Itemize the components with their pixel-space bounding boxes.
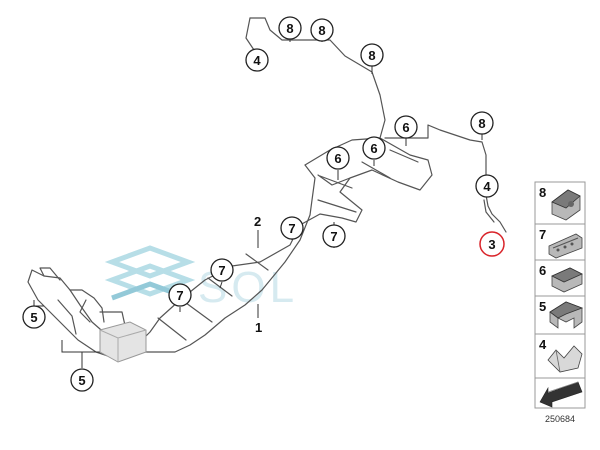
callout-label: 5 [78, 373, 85, 388]
clip-5-icon [549, 301, 584, 329]
callout-label: 5 [30, 310, 37, 325]
label-part-2: 2 [254, 214, 261, 229]
callout-label: 6 [334, 151, 341, 166]
callout-label: 7 [330, 229, 337, 244]
legend-number: 6 [539, 263, 546, 278]
callout-8-b: 8 [310, 18, 334, 42]
clip-4-icon [547, 345, 583, 373]
legend-number: 8 [539, 185, 546, 200]
callout-4-b: 4 [475, 174, 499, 198]
wiring-harness [27, 17, 507, 368]
callout-label: 8 [478, 116, 485, 131]
callout-label: 8 [368, 48, 375, 63]
legend-item-6: 6 [534, 259, 586, 297]
callout-label: 4 [483, 179, 491, 194]
legend-item-4: 4 [534, 333, 586, 379]
catalog-number: 250684 [545, 414, 575, 424]
callout-8-d: 8 [470, 111, 494, 135]
callout-4-a: 4 [245, 48, 269, 72]
callout-label: 8 [318, 23, 325, 38]
callout-6-c: 6 [326, 146, 350, 170]
callout-label: 8 [286, 21, 293, 36]
legend-item-8: 8 [534, 181, 586, 225]
callout-label: 6 [370, 141, 377, 156]
label-group: 2 1 [254, 214, 262, 335]
clip-6-icon [551, 267, 583, 293]
legend-number: 4 [539, 337, 547, 352]
callout-6-b: 6 [362, 136, 386, 160]
callout-5-b: 5 [70, 368, 94, 392]
callout-8-a: 8 [278, 16, 302, 40]
callout-6-a: 6 [394, 115, 418, 139]
callout-label: 4 [253, 53, 261, 68]
electronic-module [99, 321, 147, 363]
arrow-icon [539, 381, 583, 408]
callout-5-a: 5 [22, 305, 46, 329]
legend-number: 5 [539, 299, 546, 314]
legend-arrow-box [534, 377, 586, 409]
callout-3-highlighted: 3 [479, 231, 505, 257]
legend-item-7: 7 [534, 223, 586, 261]
callout-label: 7 [218, 263, 225, 278]
callout-7-a: 7 [280, 216, 304, 240]
callout-8-c: 8 [360, 43, 384, 67]
legend-item-5: 5 [534, 295, 586, 335]
callout-label: 7 [288, 221, 295, 236]
callout-label: 3 [488, 237, 495, 252]
callout-label: 7 [176, 288, 183, 303]
parts-legend: 8 7 6 [534, 181, 586, 424]
callout-7-b: 7 [322, 224, 346, 248]
clip-7-icon [548, 233, 583, 259]
label-part-1: 1 [255, 320, 262, 335]
callout-7-d: 7 [168, 283, 192, 307]
legend-number: 7 [539, 227, 546, 242]
callout-7-c: 7 [210, 258, 234, 282]
callouts: 8 8 4 8 8 6 6 6 [22, 16, 505, 392]
callout-label: 6 [402, 120, 409, 135]
clip-8-icon [551, 189, 581, 221]
